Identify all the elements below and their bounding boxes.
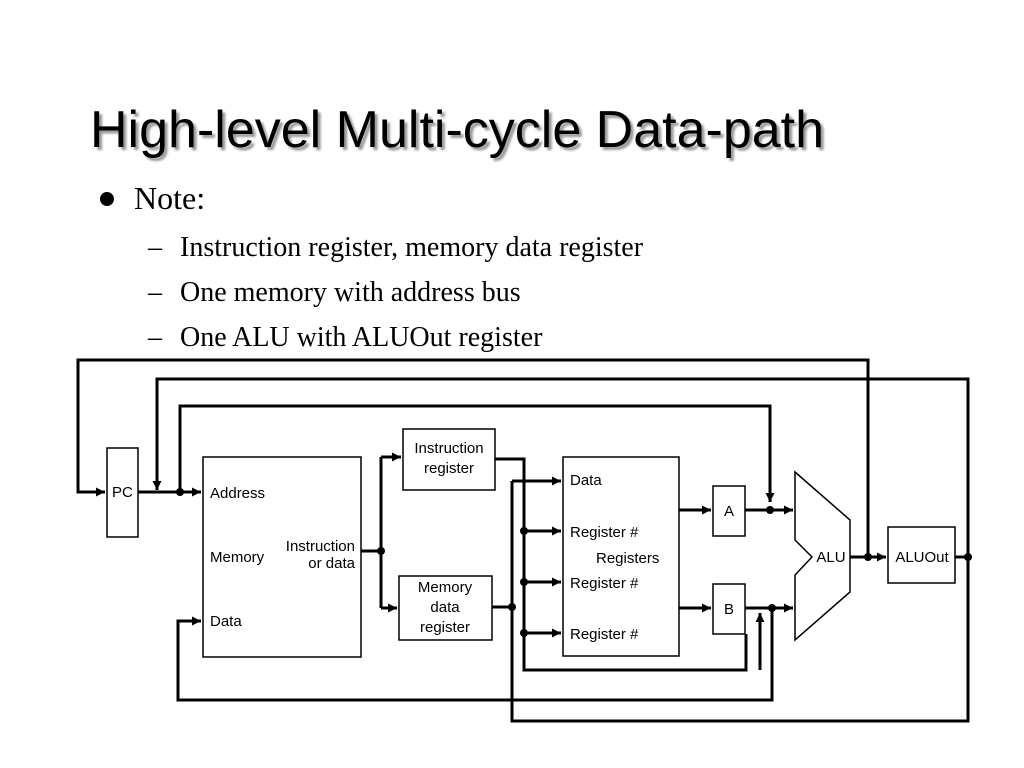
dash-icon: – (148, 277, 162, 308)
dash-icon: – (148, 232, 162, 263)
memory-data-label: Data (210, 613, 242, 630)
register-number-label: Register # (570, 626, 639, 643)
sub-bullet-text: Instruction register, memory data regist… (180, 232, 644, 263)
pc-box (106, 447, 139, 538)
memory-output-label-line2: or data (308, 555, 355, 572)
sub-bullet-text: One memory with address bus (180, 277, 521, 308)
registers-data-label: Data (570, 472, 602, 489)
wires (76, 358, 970, 723)
memory-address-label: Address (210, 485, 265, 502)
bullet-text: Note: (134, 180, 206, 216)
registers-box (562, 456, 680, 657)
aluout-box (887, 526, 956, 584)
instruction-register-box (402, 428, 496, 491)
aluout-label: ALUOut (895, 549, 949, 566)
sub-bullet-text: One ALU with ALUOut register (180, 322, 543, 353)
bullet-dot-icon (100, 191, 114, 206)
instruction-register-label-line1: Instruction (414, 440, 483, 457)
memory-label: Memory (210, 549, 265, 566)
sub-bullet-item: –One memory with address bus (148, 277, 521, 309)
alu-label: ALU (816, 549, 845, 566)
b-label: B (724, 601, 734, 618)
slide-title: High-level Multi-cycle Data-path (90, 101, 825, 159)
sub-bullet-item: –One ALU with ALUOut register (148, 322, 542, 354)
memory-data-register-box (398, 575, 493, 641)
registers-label: Registers (596, 550, 659, 567)
memory-data-register-label-line2: data (430, 599, 460, 616)
instruction-register-label-line2: register (424, 460, 474, 477)
memory-box (202, 456, 362, 658)
sub-bullet-item: –Instruction register, memory data regis… (148, 232, 643, 264)
a-label: A (724, 503, 734, 520)
memory-data-register-label-line1: Memory (418, 579, 473, 596)
b-register-box (712, 583, 746, 635)
register-number-label: Register # (570, 524, 639, 541)
memory-data-register-label-line3: register (420, 619, 470, 636)
junction-dots (176, 488, 972, 637)
bullet-item: Note: (100, 180, 205, 217)
memory-output-label-line1: Instruction (286, 538, 355, 555)
dash-icon: – (148, 322, 162, 353)
alu-shape (794, 470, 851, 642)
register-number-label: Register # (570, 575, 639, 592)
pc-label: PC (112, 484, 133, 501)
